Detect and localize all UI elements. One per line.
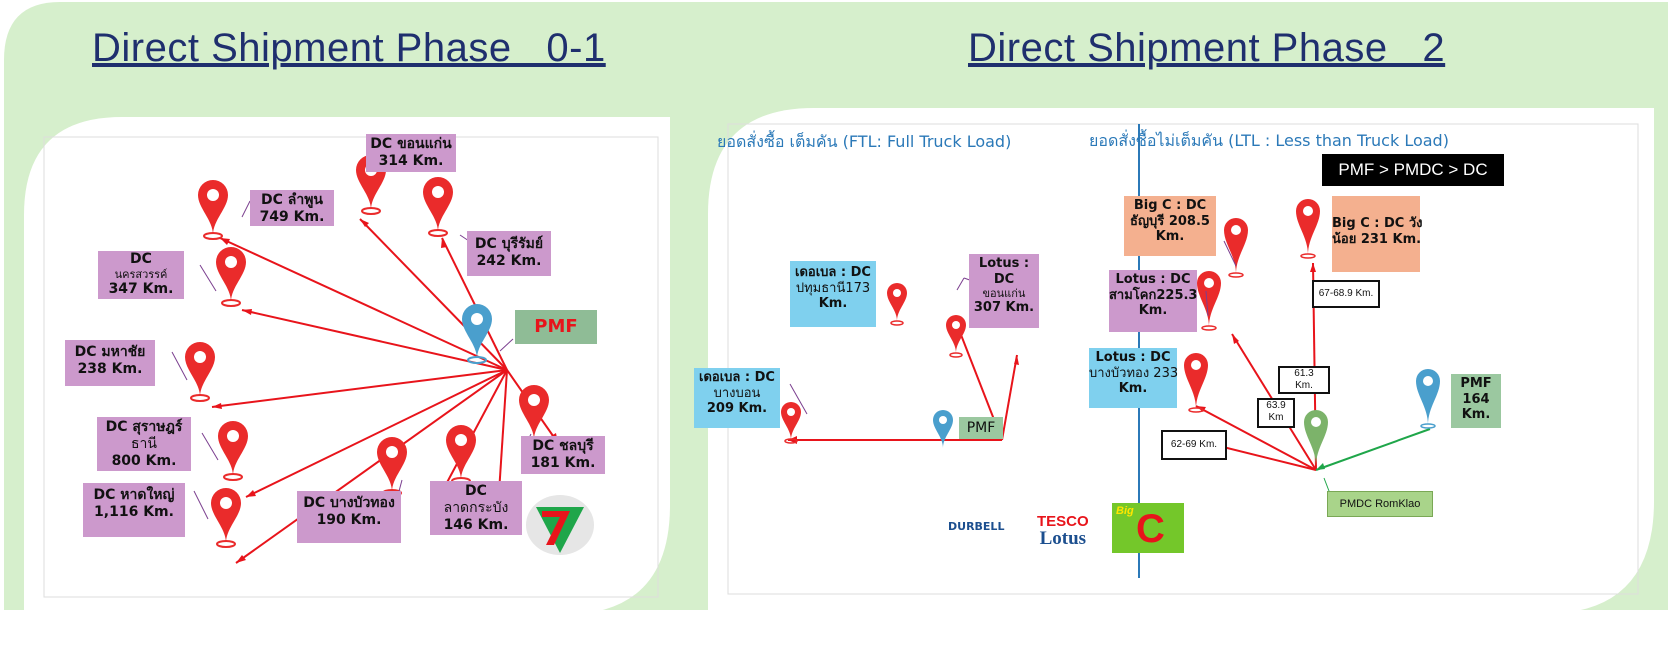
phase-2-map-panel: ยอดสั่งซื้อ เต็มคัน (FTL: Full Truck Loa… bbox=[694, 106, 1654, 614]
phase-2-pins bbox=[781, 199, 1320, 444]
distance-box-62-69: 62-69 Km. bbox=[1161, 430, 1227, 460]
pin-icon bbox=[781, 402, 801, 444]
pmdc-romklao-label: PMDC RomKlao bbox=[1327, 491, 1433, 517]
pin-icon bbox=[216, 247, 246, 307]
dc-label-hat-yai: DC หาดใหญ่1,116 Km. bbox=[83, 483, 185, 537]
pmf-label: PMF bbox=[515, 310, 597, 344]
pin-icon bbox=[198, 180, 228, 240]
title-phase-0-1: Direct Shipment Phase 0-1 bbox=[92, 26, 606, 70]
dc-label-buriram: DC บุรีรัมย์242 Km. bbox=[467, 231, 551, 276]
pin-icon bbox=[1197, 271, 1221, 331]
tesco-lotus-logo: TESCO Lotus bbox=[1037, 513, 1089, 549]
pin-icon bbox=[1296, 199, 1320, 259]
ftl-pmf-label: PMF bbox=[959, 417, 1003, 439]
pin-icon bbox=[946, 315, 966, 358]
pin-icon bbox=[211, 488, 241, 548]
pin-icon bbox=[1184, 353, 1208, 413]
ltl-label-big-c-wang-noi: Big C : DC วังน้อย 231 Km. bbox=[1332, 196, 1423, 272]
pmf-ftl-pin-icon bbox=[933, 410, 953, 448]
big-c-logo: Big C bbox=[1112, 503, 1184, 553]
ftl-header: ยอดสั่งซื้อ เต็มคัน (FTL: Full Truck Loa… bbox=[717, 132, 1012, 151]
location-pins bbox=[185, 155, 549, 548]
pin-icon bbox=[185, 342, 215, 402]
pmf-pin-icon bbox=[462, 304, 492, 364]
pin-icon bbox=[218, 421, 248, 481]
pmf-to-pmdc-arrow bbox=[1315, 428, 1431, 471]
pmdc-pin-icon bbox=[1304, 410, 1328, 466]
seven-eleven-logo-icon bbox=[526, 495, 594, 555]
pmf-ltl-pin-icon bbox=[1416, 369, 1440, 429]
flow-banner: PMF > PMDC > DC bbox=[1322, 154, 1504, 186]
distance-box-67-68-9: 67-68.9 Km. bbox=[1312, 280, 1380, 308]
pin-icon bbox=[423, 177, 453, 237]
dc-label-surat-thani: DC สุราษฎร์ธานี800 Km. bbox=[97, 417, 191, 471]
pin-icon bbox=[887, 283, 907, 326]
title-phase-2: Direct Shipment Phase 2 bbox=[968, 26, 1446, 70]
pin-icon bbox=[1224, 218, 1248, 278]
ltl-header: ยอดสั่งซื้อไม่เต็มคัน (LTL : Less than T… bbox=[1089, 131, 1449, 150]
pin-icon bbox=[377, 437, 407, 497]
dc-label-chonburi: DC ชลบุรี181 Km. bbox=[521, 436, 605, 474]
durbell-logo: DURBELL bbox=[948, 520, 1005, 533]
